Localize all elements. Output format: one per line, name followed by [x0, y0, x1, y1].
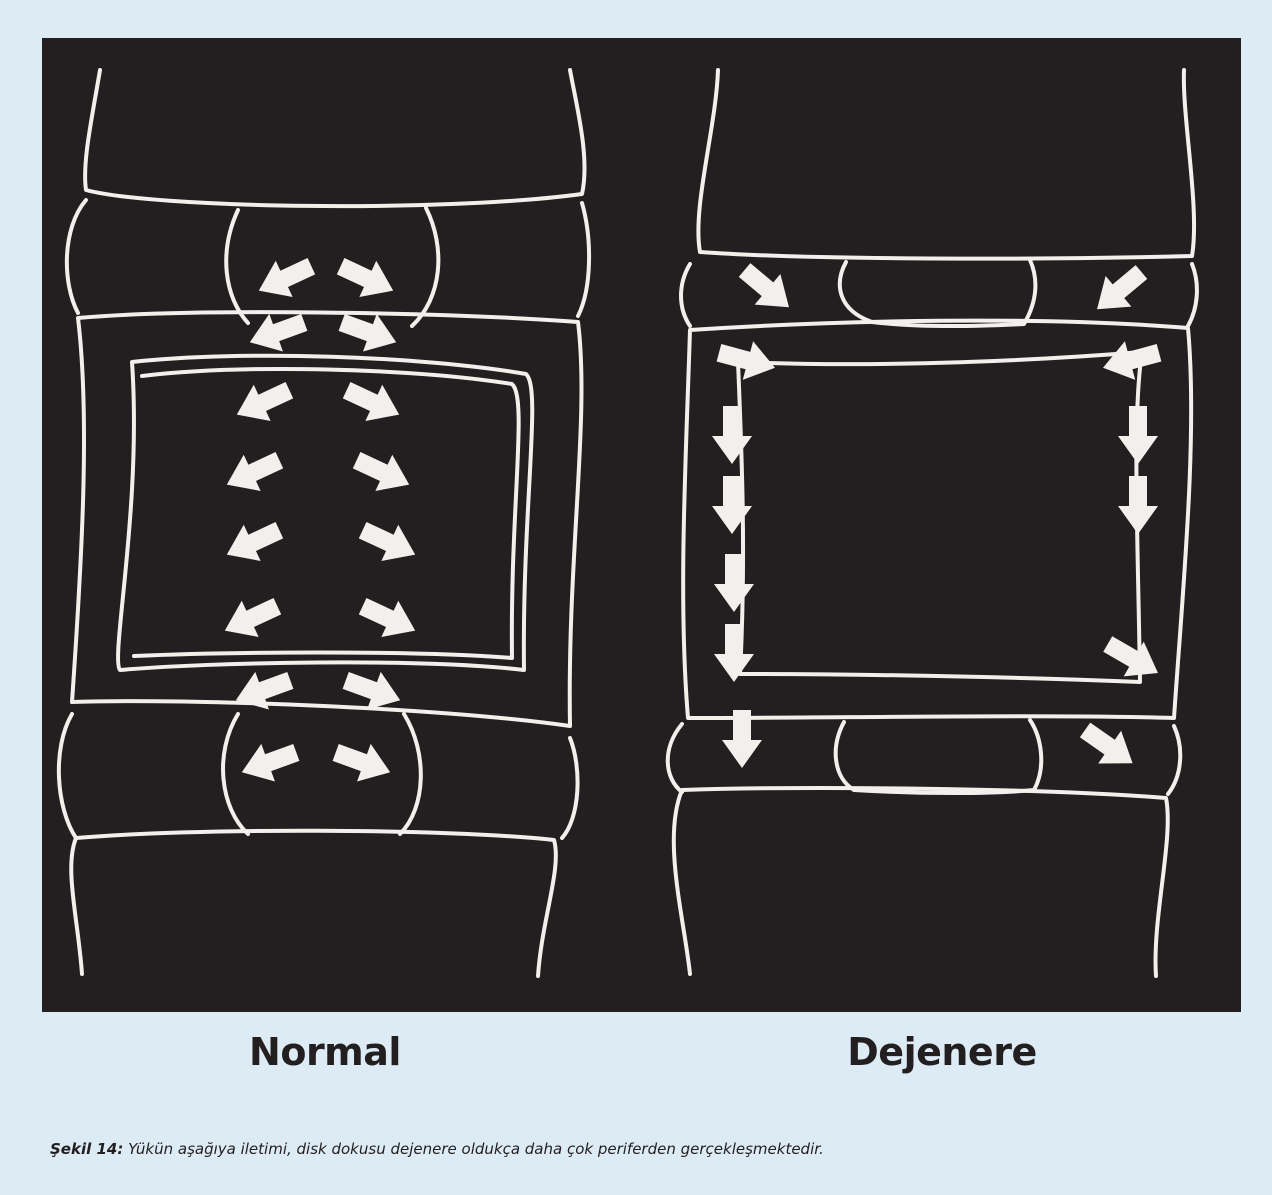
normal-inner-cortex — [118, 356, 532, 670]
degenerated-upper-nucleus — [840, 260, 1036, 326]
caption-text: Yükün aşağıya iletimi, disk dokusu dejen… — [123, 1140, 823, 1158]
normal-upper-vertebra — [85, 70, 584, 206]
degenerated-inner-cortex — [738, 352, 1142, 682]
spine-load-diagram — [42, 38, 1241, 1012]
label-dejenere: Dejenere — [792, 1030, 1092, 1074]
normal-upper-disc-outline — [67, 200, 589, 316]
normal-upper-nucleus — [226, 208, 438, 326]
caption-prefix: Şekil 14: — [50, 1140, 123, 1158]
degenerated-lower-nucleus — [836, 720, 1042, 793]
normal-lower-disc-outline — [59, 714, 578, 838]
label-normal: Normal — [175, 1030, 475, 1074]
degenerated-lower-vertebra — [674, 788, 1168, 976]
figure-caption: Şekil 14: Yükün aşağıya iletimi, disk do… — [50, 1140, 1230, 1158]
normal-lower-vertebra — [71, 831, 556, 976]
normal-spine-segment — [59, 70, 589, 976]
degenerated-load-arrows — [712, 255, 1168, 780]
degenerated-spine-segment — [668, 70, 1197, 976]
degenerated-upper-vertebra — [698, 70, 1194, 259]
